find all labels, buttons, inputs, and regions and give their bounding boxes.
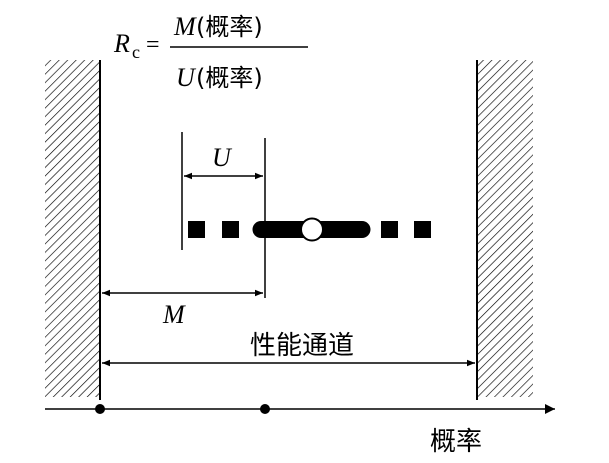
axis-label: 概率	[430, 427, 482, 457]
formula-lhs-subscript: c	[132, 42, 140, 62]
m-label: M	[162, 300, 186, 329]
dash-square	[381, 221, 398, 238]
dashed-line	[188, 221, 431, 238]
axis-point-mid	[260, 404, 270, 414]
formula-numerator-symbol: M	[173, 12, 197, 41]
formula-denominator-symbol: U	[176, 63, 197, 92]
left-wall-hatch	[45, 60, 100, 397]
formula-lhs-symbol: R	[113, 29, 130, 58]
formula: R c = M (概率) U (概率)	[113, 12, 308, 92]
axis-point-left	[95, 404, 105, 414]
dash-square	[414, 221, 431, 238]
dash-square	[222, 221, 239, 238]
dash-square	[188, 221, 205, 238]
right-wall-hatch	[477, 60, 533, 397]
channel-label: 性能通道	[250, 331, 354, 361]
formula-equals: =	[146, 32, 160, 58]
formula-denominator-paren: (概率)	[196, 64, 263, 92]
mean-point-circle	[300, 217, 324, 242]
formula-numerator-paren: (概率)	[196, 13, 263, 41]
u-label: U	[212, 143, 233, 172]
